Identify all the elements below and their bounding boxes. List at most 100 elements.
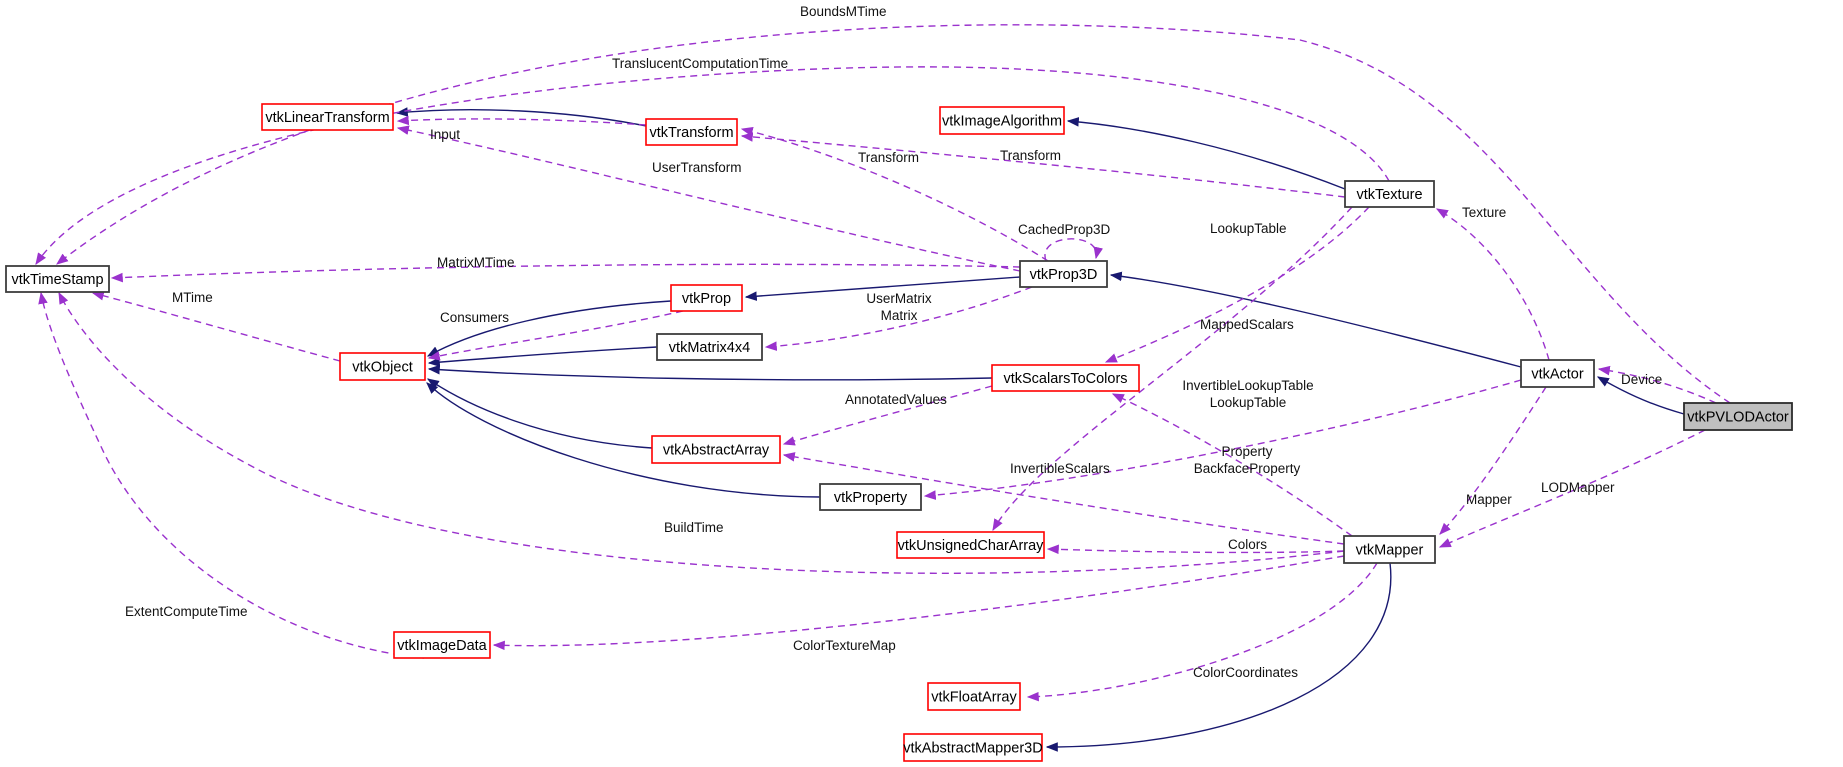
node-vtkTimeStamp[interactable]: vtkTimeStamp xyxy=(5,265,110,293)
edge-inherit-prop-object xyxy=(426,300,672,357)
node-box-vtkTimeStamp[interactable] xyxy=(5,265,110,293)
node-label-vtkActor: vtkActor xyxy=(1531,367,1584,383)
edge-label-member-matrixmtime: MatrixMTime xyxy=(437,255,515,270)
node-box-vtkImageData[interactable] xyxy=(393,631,491,659)
node-vtkAbstractMapper3D[interactable]: vtkAbstractMapper3D xyxy=(903,733,1043,762)
node-box-vtkMapper[interactable] xyxy=(1343,535,1436,564)
node-box-vtkProp3D[interactable] xyxy=(1019,260,1108,288)
edge-inherit-matrix4x4-object xyxy=(427,346,658,367)
edge-label-member-consumers: Consumers xyxy=(440,310,509,325)
edge-label-member-input: Input xyxy=(430,127,460,142)
node-label-vtkProp: vtkProp xyxy=(682,291,731,307)
node-vtkProperty[interactable]: vtkProperty xyxy=(819,483,922,511)
node-vtkFloatArray[interactable]: vtkFloatArray xyxy=(927,682,1021,711)
edge-label-member-usertransform: UserTransform xyxy=(652,160,742,175)
edge-label-member-buildtime: BuildTime xyxy=(664,520,724,535)
node-label-vtkImageData: vtkImageData xyxy=(397,638,487,654)
node-label-vtkTexture: vtkTexture xyxy=(1356,187,1422,203)
node-box-vtkObject[interactable] xyxy=(339,352,426,381)
edge-label-member-annotatedvalues: AnnotatedValues xyxy=(845,392,947,407)
node-vtkPVLODActor: vtkPVLODActor xyxy=(1683,402,1793,431)
edge-label-member-extentcomputetime: ExtentComputeTime xyxy=(125,604,248,619)
edge-member-boundsmtime xyxy=(56,24,1731,404)
node-vtkMapper[interactable]: vtkMapper xyxy=(1343,535,1436,564)
node-box-vtkProp[interactable] xyxy=(670,284,743,312)
node-vtkProp[interactable]: vtkProp xyxy=(670,284,743,312)
node-box-vtkUnsignedCharArray[interactable] xyxy=(896,531,1045,559)
edge-member-annotatedvalues xyxy=(782,385,993,446)
node-vtkActor[interactable]: vtkActor xyxy=(1520,359,1595,388)
edge-member-consumers xyxy=(427,310,684,361)
node-label-vtkLinearTransform: vtkLinearTransform xyxy=(265,110,389,126)
edge-label-member-colortexturemap: ColorTextureMap xyxy=(793,638,896,653)
edge-inherit-prop3d-prop xyxy=(744,276,1021,301)
node-label-vtkMatrix4x4: vtkMatrix4x4 xyxy=(669,340,750,356)
edge-label-member-device: Device xyxy=(1621,372,1662,387)
edge-member-matrixmtime xyxy=(110,263,1021,283)
node-box-vtkImageAlgorithm[interactable] xyxy=(939,106,1065,135)
edge-label-member-texture: Texture xyxy=(1462,205,1506,220)
node-vtkObject[interactable]: vtkObject xyxy=(339,352,426,381)
node-label-vtkObject: vtkObject xyxy=(352,360,412,376)
edge-inherit-pvlodactor-actor xyxy=(1596,376,1685,415)
node-vtkImageData[interactable]: vtkImageData xyxy=(393,631,491,659)
edge-inherit-property-object xyxy=(426,382,821,498)
node-box-vtkPVLODActor xyxy=(1683,402,1793,431)
edge-label-member-colors: Colors xyxy=(1228,537,1267,552)
edge-member-translucentcomputationtime xyxy=(35,66,1390,265)
node-box-vtkScalarsToColors[interactable] xyxy=(991,364,1140,392)
node-vtkUnsignedCharArray[interactable]: vtkUnsignedCharArray xyxy=(896,531,1045,559)
edge-member-mapper xyxy=(1439,386,1547,535)
node-box-vtkMatrix4x4[interactable] xyxy=(656,333,763,361)
edge-inherit-mapper-abstractmapper3d xyxy=(1045,562,1392,752)
edge-label-member-transform-prop3d: Transform xyxy=(858,150,919,165)
node-label-vtkFloatArray: vtkFloatArray xyxy=(931,690,1017,706)
edge-label-member-cachedprop3d: CachedProp3D xyxy=(1018,222,1111,237)
node-label-vtkAbstractArray: vtkAbstractArray xyxy=(663,443,770,459)
edge-member-property-backfaceproperty xyxy=(923,379,1522,500)
node-vtkLinearTransform[interactable]: vtkLinearTransform xyxy=(261,103,394,131)
node-vtkMatrix4x4[interactable]: vtkMatrix4x4 xyxy=(656,333,763,361)
edge-member-colortexturemap xyxy=(492,555,1345,651)
node-box-vtkLinearTransform[interactable] xyxy=(261,103,394,131)
node-vtkTransform[interactable]: vtkTransform xyxy=(645,118,738,146)
edge-member-colorcoordinates xyxy=(1026,562,1378,702)
node-box-vtkActor[interactable] xyxy=(1520,359,1595,388)
edge-inherit-actor-prop3d xyxy=(1109,271,1522,368)
node-vtkImageAlgorithm[interactable]: vtkImageAlgorithm xyxy=(939,106,1065,135)
node-box-vtkProperty[interactable] xyxy=(819,483,922,511)
edge-member-mappedscalars xyxy=(992,206,1353,532)
edge-member-mtime xyxy=(91,291,341,362)
node-box-vtkTexture[interactable] xyxy=(1344,180,1435,208)
node-vtkTexture[interactable]: vtkTexture xyxy=(1344,180,1435,208)
edge-member-device xyxy=(1597,365,1717,404)
edge-member-transform-texture xyxy=(740,132,1346,198)
edge-member-invertiblescalars xyxy=(782,452,1345,545)
node-box-vtkTransform[interactable] xyxy=(645,118,738,146)
edge-label-member-invertiblescalars: InvertibleScalars xyxy=(1010,461,1110,476)
node-vtkProp3D[interactable]: vtkProp3D xyxy=(1019,260,1108,288)
node-label-vtkPVLODActor: vtkPVLODActor xyxy=(1687,410,1789,426)
edge-member-input xyxy=(396,115,647,126)
edge-member-invertiblelookuptable-lookuptable xyxy=(1111,393,1353,537)
edge-label-member-lodmapper: LODMapper xyxy=(1541,480,1615,495)
node-vtkAbstractArray[interactable]: vtkAbstractArray xyxy=(651,435,781,464)
node-label-vtkScalarsToColors: vtkScalarsToColors xyxy=(1003,371,1127,387)
node-box-vtkAbstractMapper3D[interactable] xyxy=(903,733,1043,762)
edge-member-colors xyxy=(1046,544,1345,555)
node-label-vtkProperty: vtkProperty xyxy=(834,490,908,506)
edge-member-lodmapper xyxy=(1438,429,1706,548)
node-box-vtkFloatArray[interactable] xyxy=(927,682,1021,711)
node-label-vtkTimeStamp: vtkTimeStamp xyxy=(11,272,103,288)
edge-member-texture xyxy=(1435,208,1550,361)
node-label-vtkTransform: vtkTransform xyxy=(649,125,733,141)
node-box-vtkAbstractArray[interactable] xyxy=(651,435,781,464)
edge-member-cachedprop3d xyxy=(1044,238,1104,262)
edge-label-member-lookuptable-texture: LookupTable xyxy=(1210,221,1287,236)
node-vtkScalarsToColors[interactable]: vtkScalarsToColors xyxy=(991,364,1140,392)
node-label-vtkProp3D: vtkProp3D xyxy=(1030,267,1098,283)
